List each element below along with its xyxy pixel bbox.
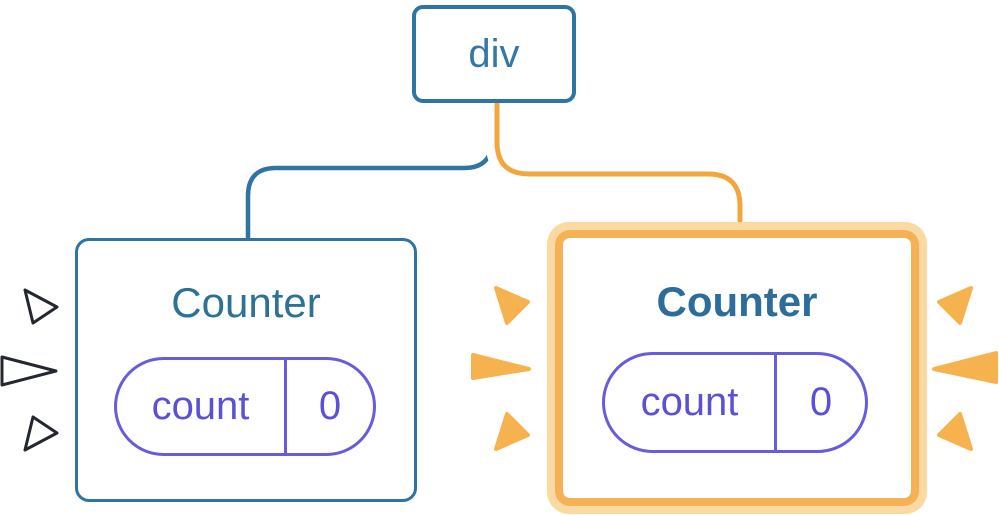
- counter-card-right-glow: Counter count 0: [547, 222, 927, 514]
- edge-to-left-counter: [245, 101, 495, 240]
- counter-card-right: Counter count 0: [555, 230, 919, 506]
- counter-card-left: Counter count 0: [75, 238, 417, 502]
- state-name: count: [605, 355, 777, 450]
- spark-icon: [494, 286, 530, 325]
- spark-icon: [937, 286, 973, 325]
- edge-to-right-counter: [494, 101, 743, 240]
- flash-sparks-left-counter: [0, 288, 59, 452]
- spark-icon: [23, 415, 59, 452]
- tree-node-div: div: [412, 5, 576, 103]
- spark-icon: [494, 412, 530, 451]
- state-pill: count 0: [114, 357, 376, 456]
- state-value: 0: [809, 380, 833, 424]
- spark-icon: [23, 288, 59, 325]
- state-pill: count 0: [602, 352, 868, 453]
- spark-icon: [932, 351, 998, 384]
- flash-sparks-right-counter: [471, 286, 998, 451]
- spark-icon: [471, 353, 531, 380]
- spark-icon: [0, 355, 58, 387]
- state-name: count: [117, 360, 287, 453]
- state-value: 0: [318, 384, 342, 428]
- component-title: Counter: [171, 279, 321, 326]
- edge-highlight-casing: [485, 101, 752, 240]
- node-label: div: [468, 31, 520, 76]
- component-title: Counter: [656, 278, 818, 325]
- spark-icon: [937, 412, 973, 451]
